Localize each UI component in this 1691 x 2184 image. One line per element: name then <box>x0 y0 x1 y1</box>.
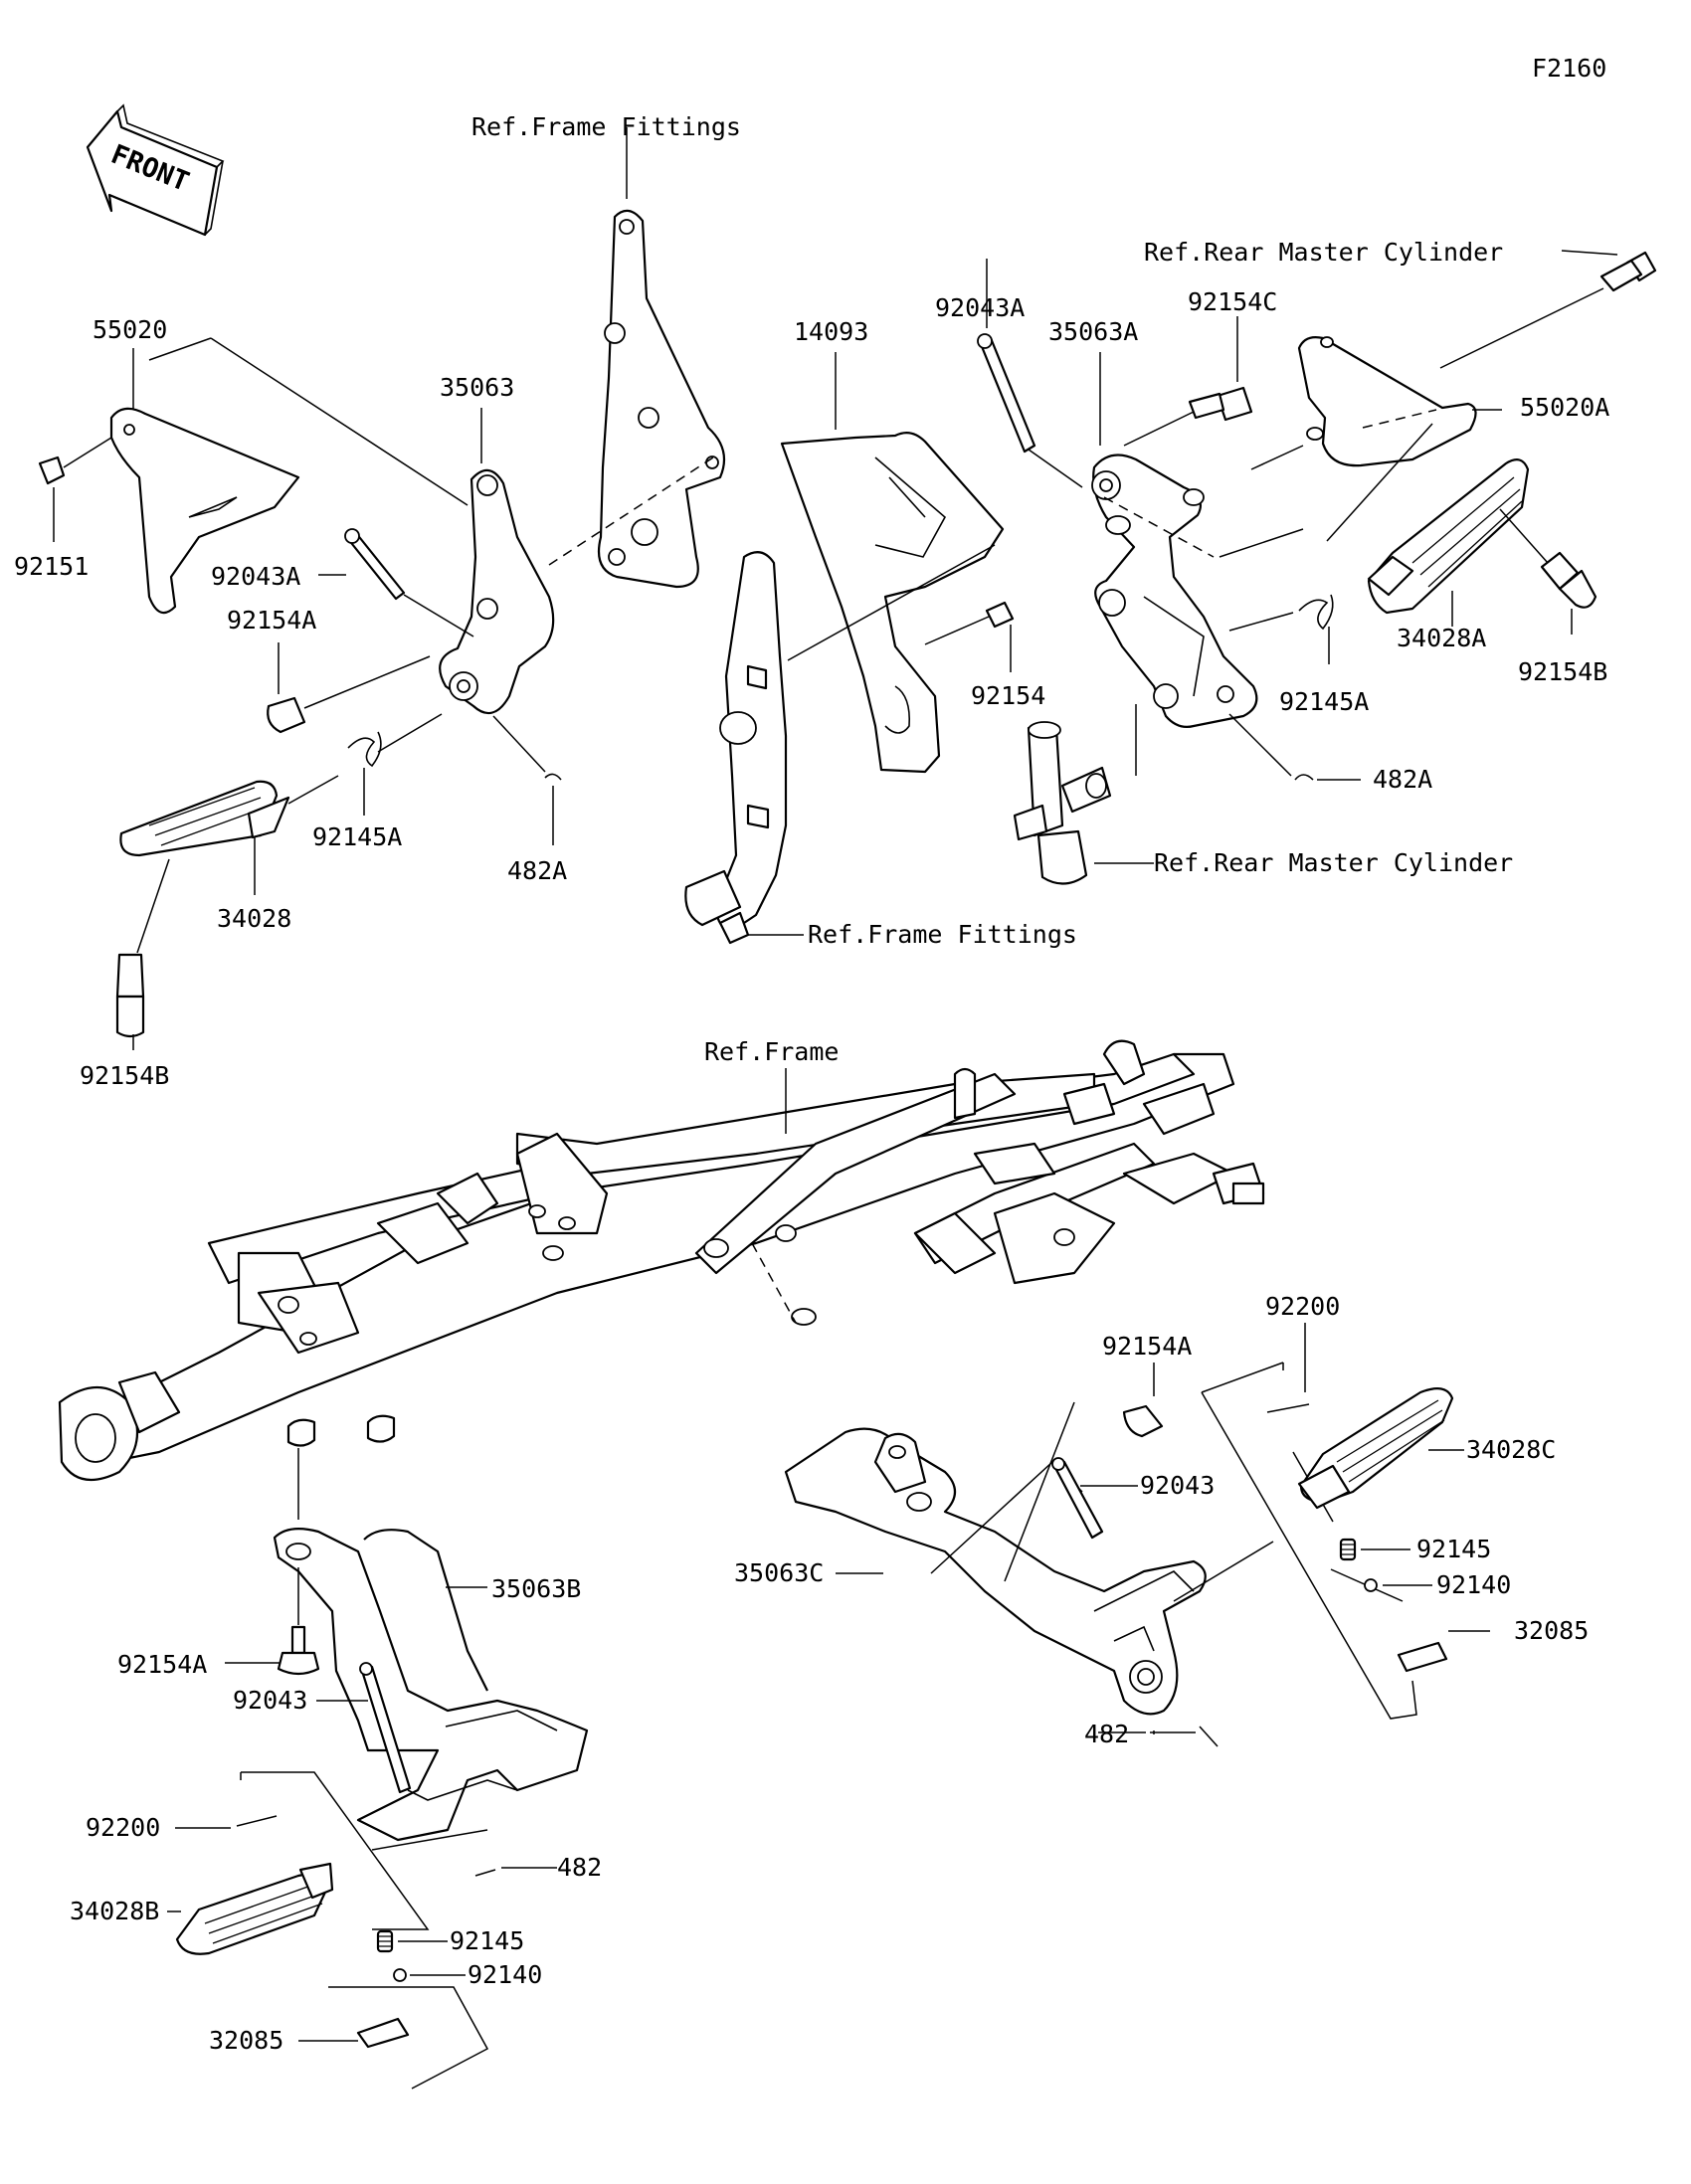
callout-35063C: 35063C <box>734 1558 824 1587</box>
callout-482A-left: 482A <box>507 856 567 885</box>
pin-92154B-left <box>115 953 145 1038</box>
washer-92200-left <box>236 1815 278 1827</box>
ref-frame-fittings-top: Ref.Frame Fittings <box>471 112 741 141</box>
callout-92043-right: 92043 <box>1140 1471 1215 1500</box>
bracket-35063 <box>439 468 555 715</box>
callout-35063: 35063 <box>440 373 514 402</box>
ref-frame-fittings-bottom: Ref.Frame Fittings <box>808 920 1077 949</box>
callout-92154C: 92154C <box>1188 287 1277 316</box>
bolt-92154C <box>1123 386 1253 447</box>
callout-482A-right: 482A <box>1373 765 1432 794</box>
callout-55020: 55020 <box>93 315 167 344</box>
callout-32085-right: 32085 <box>1514 1616 1589 1645</box>
bracket-35063C <box>784 1427 1207 1716</box>
callout-92043A-right: 92043A <box>935 293 1025 322</box>
callout-92145-left: 92145 <box>450 1926 524 1955</box>
callout-34028C: 34028C <box>1466 1435 1556 1464</box>
callout-92145-right: 92145 <box>1416 1535 1491 1563</box>
ball-92140-left <box>393 1968 407 1982</box>
guard-14093 <box>780 431 1005 774</box>
bolt-92154A-bottom <box>277 1625 320 1676</box>
pin-92043-left <box>359 1662 412 1794</box>
ref-frame: Ref.Frame <box>704 1037 839 1066</box>
front-arrow-icon: FRONT <box>86 103 225 237</box>
clip-482A-left <box>544 773 562 781</box>
callout-92145A-left: 92145A <box>312 822 402 851</box>
callout-92140-left: 92140 <box>468 1960 542 1989</box>
frame-fitting-plate <box>597 209 726 589</box>
bracket-35063B <box>273 1527 589 1842</box>
callout-482-left: 482 <box>557 1853 602 1882</box>
pin-92043-right <box>1051 1457 1104 1540</box>
callout-92154B-left: 92154B <box>80 1061 169 1090</box>
clip-482-right <box>1199 1726 1219 1747</box>
spring-92145A-right <box>1298 594 1334 631</box>
callout-92140-right: 92140 <box>1436 1570 1511 1599</box>
callout-35063A: 35063A <box>1048 317 1138 346</box>
pin-32085-right <box>1397 1641 1448 1673</box>
callout-92154A-bottom: 92154A <box>117 1650 207 1679</box>
spring-92145A-left <box>347 713 443 768</box>
callout-92145A-right: 92145A <box>1279 687 1369 716</box>
bolt-92154A-left <box>267 655 431 734</box>
callout-34028: 34028 <box>217 904 291 933</box>
callout-92154B-right: 92154B <box>1518 657 1607 686</box>
spring-92145-left <box>376 1929 394 1953</box>
ball-92140-right <box>1364 1578 1378 1592</box>
washer-92200-right <box>1266 1403 1310 1413</box>
callout-92200-right: 92200 <box>1265 1292 1340 1321</box>
bolt-92151 <box>38 437 112 485</box>
pin-92154B-right <box>1540 551 1597 609</box>
callout-92043A-left: 92043A <box>211 562 300 591</box>
heel-guard-55020 <box>109 407 300 615</box>
footpeg-34028B <box>175 1862 334 1955</box>
callout-35063B: 35063B <box>491 1574 581 1603</box>
callout-92154A-left: 92154A <box>227 606 316 635</box>
heel-guard-55020A <box>1297 336 1477 467</box>
callout-14093: 14093 <box>794 317 868 346</box>
callout-92043-left: 92043 <box>233 1686 307 1715</box>
callout-55020A: 55020A <box>1520 393 1609 422</box>
pin-32085-left <box>356 2017 410 2049</box>
callout-92154A-mid: 92154A <box>1102 1332 1192 1361</box>
clip-482-left <box>474 1869 496 1877</box>
frame-fitting-lower-plate <box>684 551 788 945</box>
callout-482-right: 482 <box>1084 1720 1129 1748</box>
frame-assembly <box>58 1039 1265 1482</box>
bolt-rear-master-cylinder-top <box>1599 251 1657 292</box>
ref-rear-master-cylinder-mid: Ref.Rear Master Cylinder <box>1154 848 1513 877</box>
callout-34028A: 34028A <box>1397 624 1486 652</box>
bolt-92154 <box>924 601 1015 645</box>
footpeg-34028C <box>1297 1387 1454 1510</box>
clip-482A-right <box>1294 774 1314 781</box>
footpeg-34028A <box>1367 458 1530 615</box>
ref-rear-master-cylinder-top: Ref.Rear Master Cylinder <box>1144 238 1503 267</box>
callout-92154: 92154 <box>971 681 1045 710</box>
rear-master-cylinder <box>1013 721 1112 885</box>
pin-92043A-right <box>977 333 1036 454</box>
bracket-35063A <box>1091 454 1258 728</box>
pin-92043A-left <box>344 528 406 601</box>
figure-code: F2160 <box>1532 54 1606 83</box>
spring-92145-right <box>1339 1538 1357 1561</box>
callout-32085-left: 32085 <box>209 2026 283 2055</box>
callout-92200-left: 92200 <box>86 1813 160 1842</box>
footpeg-34028 <box>119 780 290 857</box>
callout-92151: 92151 <box>14 552 89 581</box>
callout-34028B: 34028B <box>70 1897 159 1925</box>
bolt-92154A-mid <box>1122 1404 1164 1438</box>
